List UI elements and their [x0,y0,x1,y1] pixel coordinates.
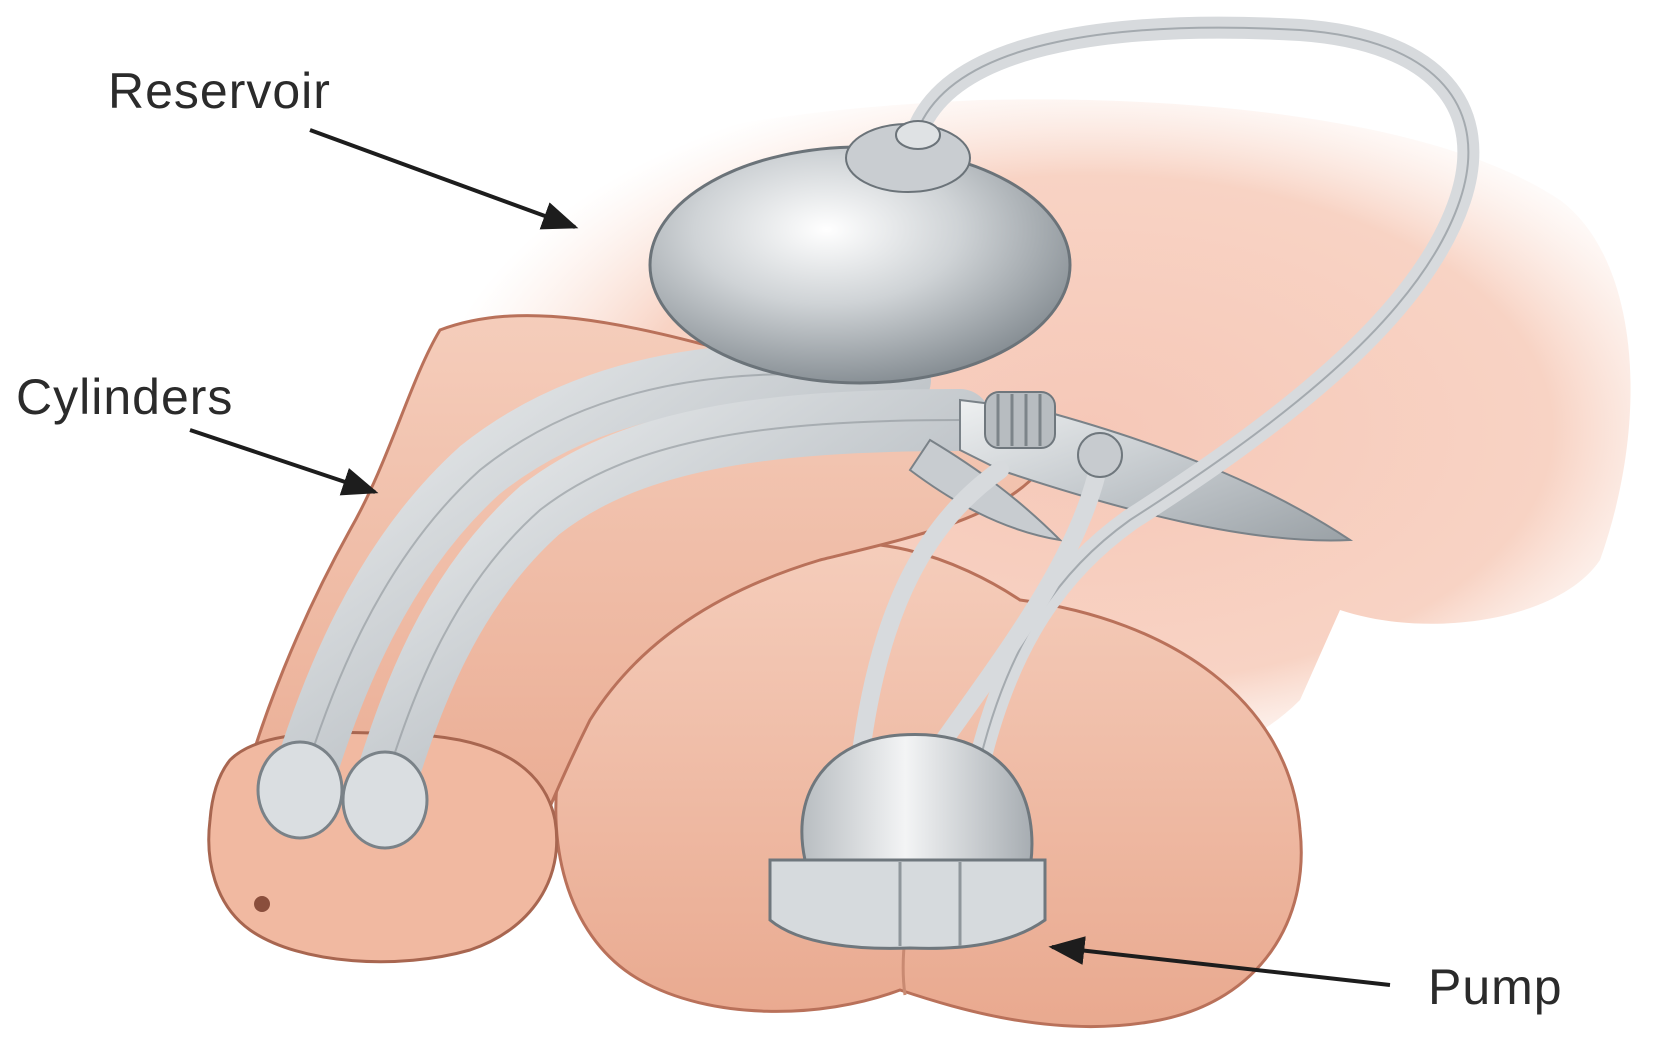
reservoir-sphere [650,147,1070,383]
pump-label: Pump [1428,962,1563,1012]
cylinder-tip-right [343,752,427,848]
reservoir-valve-stem [896,121,940,149]
cylinder-tip-left [258,742,342,838]
cylinder-connector [985,392,1055,448]
tubing-junction [1078,433,1122,477]
urethral-meatus [254,896,270,912]
reservoir-label: Reservoir [108,66,331,116]
reservoir-arrow [310,130,575,227]
cylinders-arrow [190,430,375,492]
cylinders-label: Cylinders [16,372,233,422]
